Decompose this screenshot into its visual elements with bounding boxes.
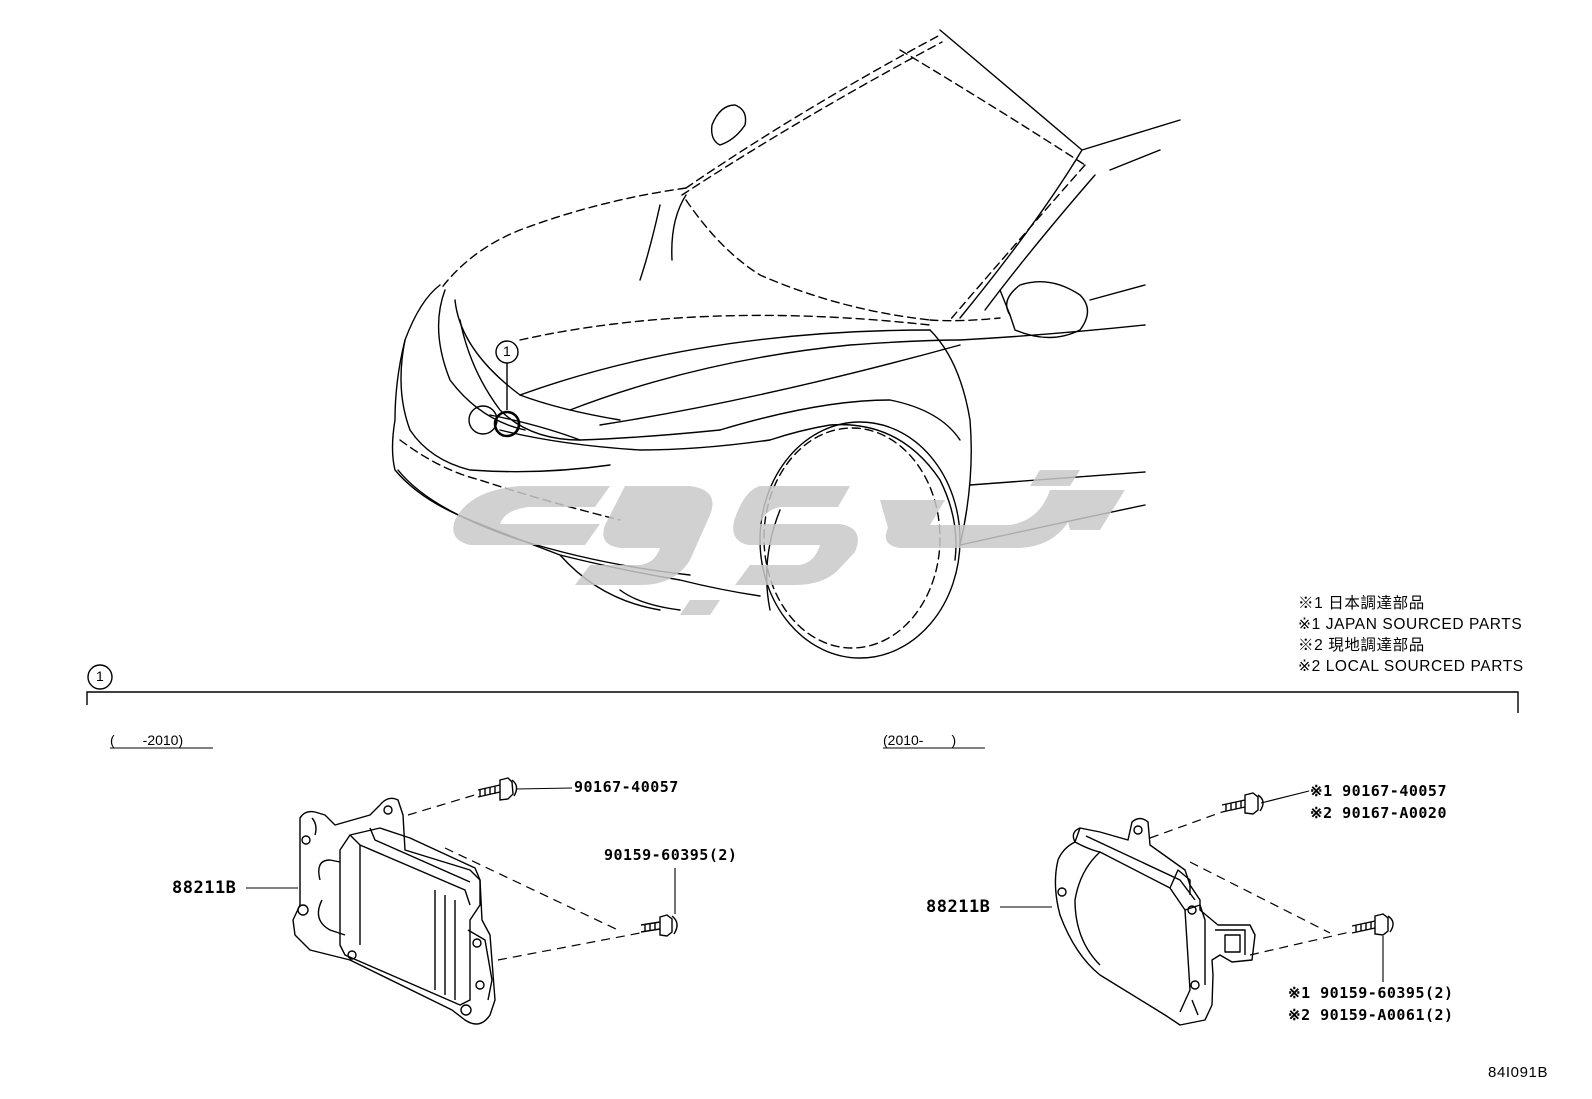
right-bolt-top	[1221, 790, 1310, 815]
right-main-part-number[interactable]: 88211B	[926, 897, 991, 917]
note-line: ※2 LOCAL SOURCED PARTS	[1298, 658, 1524, 675]
right-bolt-bottom	[1351, 913, 1394, 982]
left-period-label: ( -2010)	[110, 732, 184, 748]
callout-number-group: 1	[96, 668, 104, 684]
left-bolt-top	[477, 777, 573, 801]
left-dashed-guides	[407, 793, 641, 961]
left-bolt-bottom	[640, 868, 678, 937]
callout-marker-car	[493, 340, 521, 438]
right-bolt-bottom-part-number-1[interactable]: ※1 90159-60395(2)	[1288, 984, 1454, 1002]
right-bolt-bottom-part-number-2[interactable]: ※2 90159-A0061(2)	[1288, 1006, 1454, 1024]
left-main-part-number[interactable]: 88211B	[172, 878, 237, 898]
note-line: ※1 JAPAN SOURCED PARTS	[1298, 616, 1523, 633]
right-bolt-top-part-number-1[interactable]: ※1 90167-40057	[1310, 782, 1447, 800]
callout-number-car: 1	[503, 343, 511, 359]
right-period-label: (2010- )	[883, 732, 957, 748]
right-bolt-bottom-part-numbers: ※1 90159-60395(2) ※2 90159-A0061(2)	[1288, 982, 1454, 1026]
watermark-logo	[453, 470, 1125, 615]
group-bracket	[86, 664, 1519, 713]
note-line: ※1 日本調達部品	[1298, 595, 1425, 612]
right-dashed-guides	[1149, 811, 1351, 956]
right-bolt-top-part-number-2[interactable]: ※2 90167-A0020	[1310, 804, 1447, 822]
note-line: ※2 現地調達部品	[1298, 637, 1425, 654]
left-ecu-module	[292, 797, 496, 1025]
right-ecu-module	[1054, 817, 1256, 1026]
left-bolt-bottom-part-number[interactable]: 90159-60395(2)	[604, 846, 738, 864]
sourcing-notes: ※1 日本調達部品 ※1 JAPAN SOURCED PARTS ※2 現地調達…	[1298, 593, 1524, 677]
diagram-code: 84I091B	[1488, 1064, 1549, 1081]
left-bolt-top-part-number[interactable]: 90167-40057	[574, 778, 679, 796]
right-bolt-top-part-numbers: ※1 90167-40057 ※2 90167-A0020	[1310, 780, 1447, 824]
